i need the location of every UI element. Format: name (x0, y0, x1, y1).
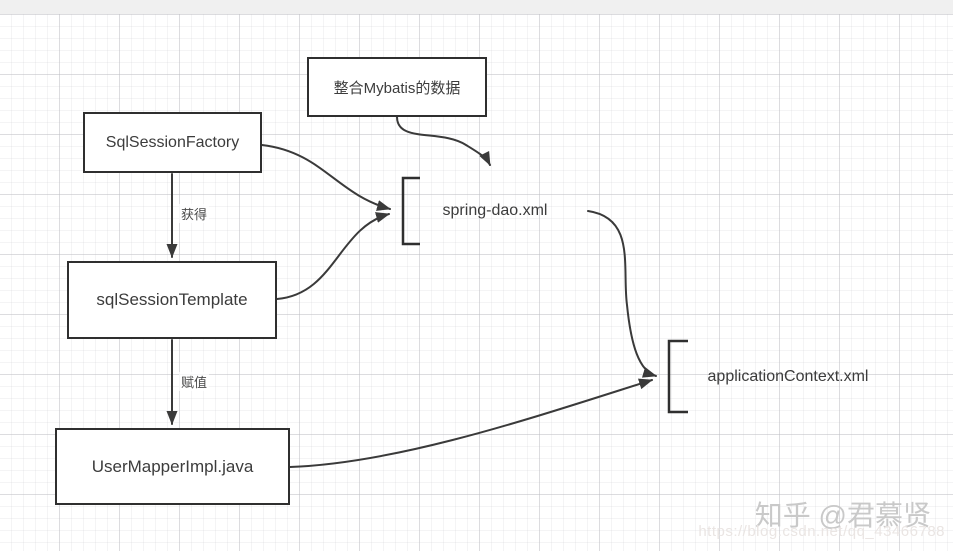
arrow-mybatis-to-springdao (396, 116, 491, 166)
arrow-mapper-to-appctx (289, 378, 653, 468)
node-sql-session-template: sqlSessionTemplate (67, 261, 277, 339)
zhihu-watermark: 知乎 @君慕贤 (754, 500, 931, 531)
top-gray-strip (0, 0, 953, 14)
arrow-factory-to-springdao (261, 144, 391, 211)
node-user-mapper-impl: UserMapperImpl.java (55, 428, 290, 505)
arrow-template-to-springdao (276, 212, 390, 300)
arrow-springdao-to-appctx (587, 210, 657, 378)
node-mybatis-data: 整合Mybatis的数据 (307, 57, 487, 117)
bracket-spring-dao (401, 176, 420, 246)
bracket-application-context (667, 339, 688, 414)
node-sql-session-factory: SqlSessionFactory (83, 112, 262, 173)
edge-label-fuzhi: 赋值 (179, 372, 210, 391)
csdn-url-watermark: https://blog.csdn.net/qq_43466788 (698, 523, 945, 540)
file-label-spring-dao: spring-dao.xml (442, 202, 548, 219)
file-label-application-context: applicationContext.xml (707, 368, 869, 385)
edge-label-huode: 获得 (179, 204, 210, 223)
